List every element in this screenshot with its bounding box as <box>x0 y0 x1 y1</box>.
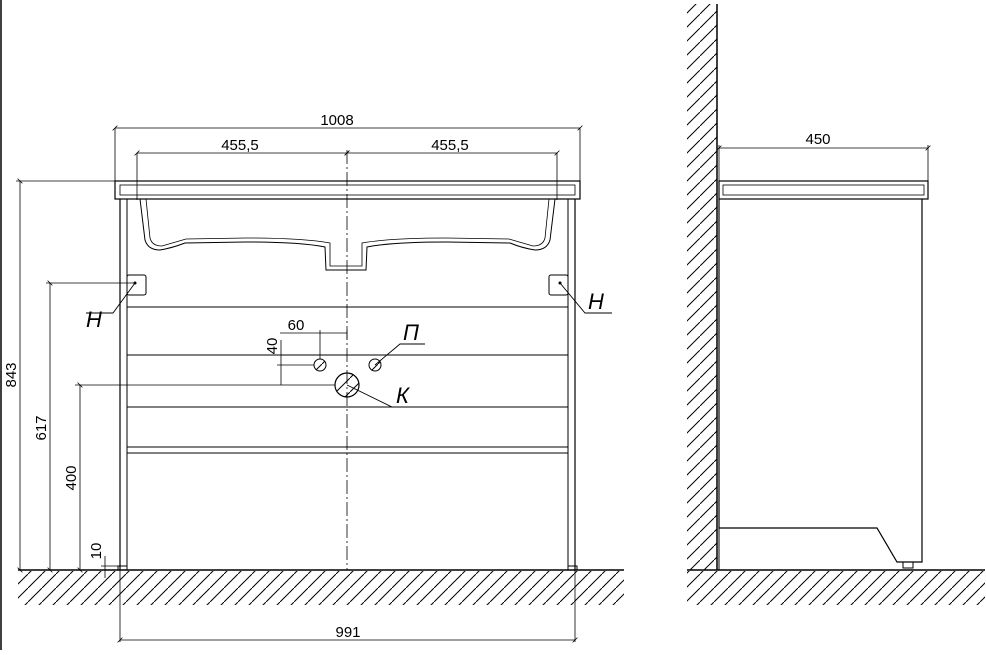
dim-10-label: 10 <box>88 543 105 560</box>
callout-hanger-left: Н <box>86 282 136 332</box>
cabinet-body <box>117 199 578 571</box>
callout-drain: К <box>346 383 418 408</box>
callout-hanger-right: Н <box>559 282 612 314</box>
front-view: 1008 455,5 455,5 991 843 <box>3 112 624 643</box>
dim-455-right-label: 455,5 <box>431 137 469 154</box>
dim-843-label: 843 <box>3 362 20 387</box>
side-floor <box>687 569 985 605</box>
label-hanger-right: Н <box>588 289 604 314</box>
dim-617-label: 617 <box>33 415 50 440</box>
dim-leg-height: 10 <box>88 543 120 578</box>
hanger-bracket-right <box>548 274 569 296</box>
dim-left-offset: 455,5 <box>134 137 350 200</box>
dim-400-label: 400 <box>63 465 80 490</box>
dim-450-label: 450 <box>805 131 830 148</box>
dim-pipe-spacing-h: 60 <box>280 317 348 359</box>
dim-455-left-label: 455,5 <box>221 137 259 154</box>
side-leg <box>902 561 914 569</box>
basin-outline <box>139 198 556 271</box>
hanger-bracket-left <box>126 274 147 296</box>
dim-60-label: 60 <box>288 317 305 334</box>
callout-water-supply: П <box>374 320 425 366</box>
label-hanger-left: Н <box>86 307 102 332</box>
side-countertop <box>718 180 929 200</box>
dim-pipe-spacing-v: 40 <box>264 338 314 385</box>
side-wall <box>687 4 718 570</box>
side-cabinet-body <box>718 199 923 563</box>
dim-hanger-height: 617 <box>33 280 135 573</box>
dim-total-height: 843 <box>3 178 115 573</box>
dim-overall-width: 1008 <box>112 112 583 181</box>
dim-right-offset: 455,5 <box>344 137 560 200</box>
dim-40-label: 40 <box>264 338 281 355</box>
dim-depth: 450 <box>716 131 931 181</box>
label-water-supply: П <box>403 320 419 345</box>
dim-991-label: 991 <box>335 624 360 641</box>
dim-1008-label: 1008 <box>320 112 353 129</box>
dim-drain-height: 400 <box>63 382 335 573</box>
front-floor <box>18 569 624 605</box>
water-pipe-left <box>313 358 327 372</box>
dim-floor-width: 991 <box>117 570 578 643</box>
side-view: 450 <box>687 4 985 605</box>
label-drain: К <box>396 383 410 408</box>
countertop <box>114 180 581 200</box>
